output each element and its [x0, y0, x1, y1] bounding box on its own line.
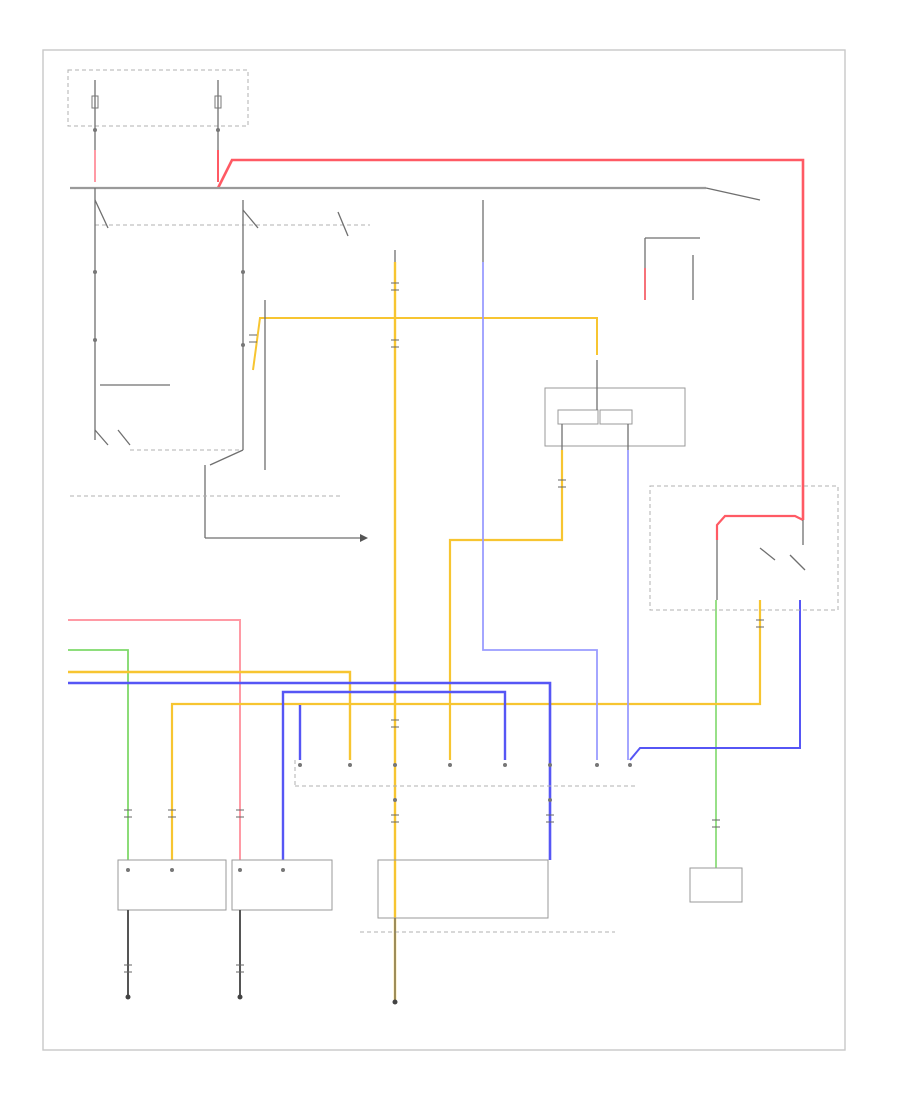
indicator-box — [689, 867, 743, 903]
yellow-wire — [252, 317, 598, 371]
right-lamp-box — [231, 859, 333, 911]
diagram-frame — [42, 49, 846, 1051]
yellow-wire — [448, 450, 564, 760]
arrow-icon — [360, 534, 368, 542]
ground-icon — [237, 994, 243, 1000]
left-lamp-box — [117, 859, 227, 911]
upper-right-connector — [644, 237, 700, 300]
yellow-wire — [170, 600, 762, 860]
green-wire — [68, 649, 129, 860]
yellow-wire — [68, 670, 352, 760]
blue-wire — [281, 690, 507, 860]
wire-connector-marks — [124, 282, 764, 973]
red-wire-switch — [715, 514, 804, 540]
headlight-switch — [70, 188, 370, 542]
hazard-switch — [649, 485, 839, 611]
fuse-icon — [214, 95, 222, 109]
bus-tail — [705, 187, 761, 201]
junction-block — [294, 760, 635, 933]
fuse-icon — [91, 95, 99, 109]
ground-icon — [125, 994, 131, 1000]
connector-pins — [298, 763, 632, 802]
light-blue-wire — [482, 262, 598, 760]
pink-wire — [68, 619, 241, 860]
blue-wire — [68, 681, 552, 860]
fuse-block-box — [67, 69, 249, 127]
blue-wire — [629, 600, 801, 761]
ground-icon — [392, 999, 398, 1005]
red-wire — [216, 158, 805, 520]
top-fuse-block — [67, 69, 249, 150]
ground-leads — [125, 910, 398, 1005]
turn-relay — [544, 360, 686, 450]
